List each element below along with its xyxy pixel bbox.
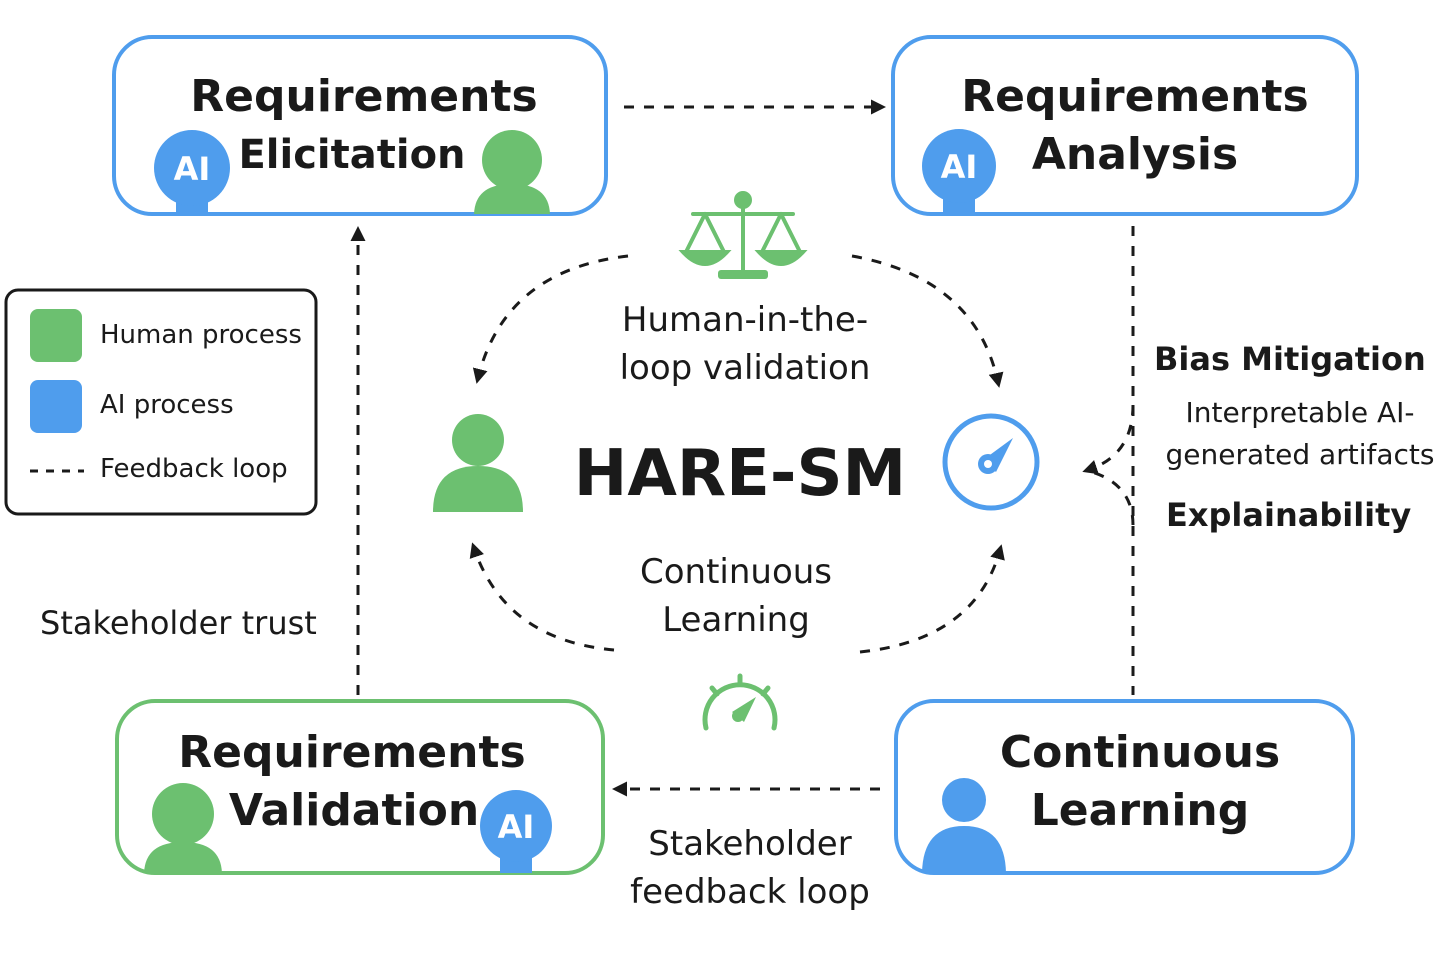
loop-arrow-top-left [472,254,629,384]
analysis-box [891,35,1359,216]
gauge-icon [702,673,778,731]
legend-box [4,288,318,516]
analysis-subtitle: Analysis [1031,129,1239,180]
interpretable-label-line2: generated artifacts [1165,438,1435,471]
elicitation-box [112,35,608,216]
elicitation-subtitle: Elicitation [238,132,466,178]
loop-arrow-top-right [851,254,1004,388]
learning-title: Continuous [999,727,1281,778]
svg-text:AI: AI [498,808,535,846]
person-icon [144,783,222,873]
continuous-learning-label-line1: Continuous [639,552,833,592]
hitl-label-line2: loop validation [619,348,871,388]
svg-text:AI: AI [174,150,211,188]
ai-badge-validation: AI [480,790,552,873]
validation-title: Requirements [178,727,526,778]
arrow-bias-branch [1082,404,1135,475]
person-icon [922,778,1006,873]
stakeholder-trust-label: Stakeholder trust [40,604,317,642]
ai-badge-elicitation: AI [154,130,230,214]
explainability-label: Explainability [1166,496,1412,534]
svg-text:AI: AI [941,148,978,186]
continuous-learning-label-line2: Learning [662,600,810,640]
bias-mitigation-label: Bias Mitigation [1154,340,1426,378]
learning-subtitle: Learning [1030,785,1250,836]
validation-subtitle: Validation [228,785,480,836]
scale-icon [678,191,808,279]
legend-label-ai: AI process [100,390,234,420]
feedback-loop-label-line2: feedback loop [630,872,870,912]
elicitation-title: Requirements [190,71,538,122]
legend-swatch-ai [30,380,82,433]
learning-box [894,699,1355,875]
ai-badge-analysis: AI [922,129,996,214]
legend-swatch-human [30,309,82,362]
arrow-explainability-branch [1091,470,1135,526]
analysis-title: Requirements [961,71,1309,122]
legend-label-feedback: Feedback loop [100,454,288,484]
legend-label-human: Human process [100,320,302,350]
loop-arrow-bottom-right [859,544,1005,654]
loop-arrow-bottom-left [469,542,615,652]
hitl-label-line1: Human-in-the- [621,300,869,340]
interpretable-label-line1: Interpretable AI- [1185,396,1415,429]
diagram-title: HARE-SM [573,437,907,511]
feedback-loop-label-line1: Stakeholder [648,824,852,864]
compass-icon [942,413,1040,511]
person-icon [433,414,523,512]
person-icon [474,130,550,214]
